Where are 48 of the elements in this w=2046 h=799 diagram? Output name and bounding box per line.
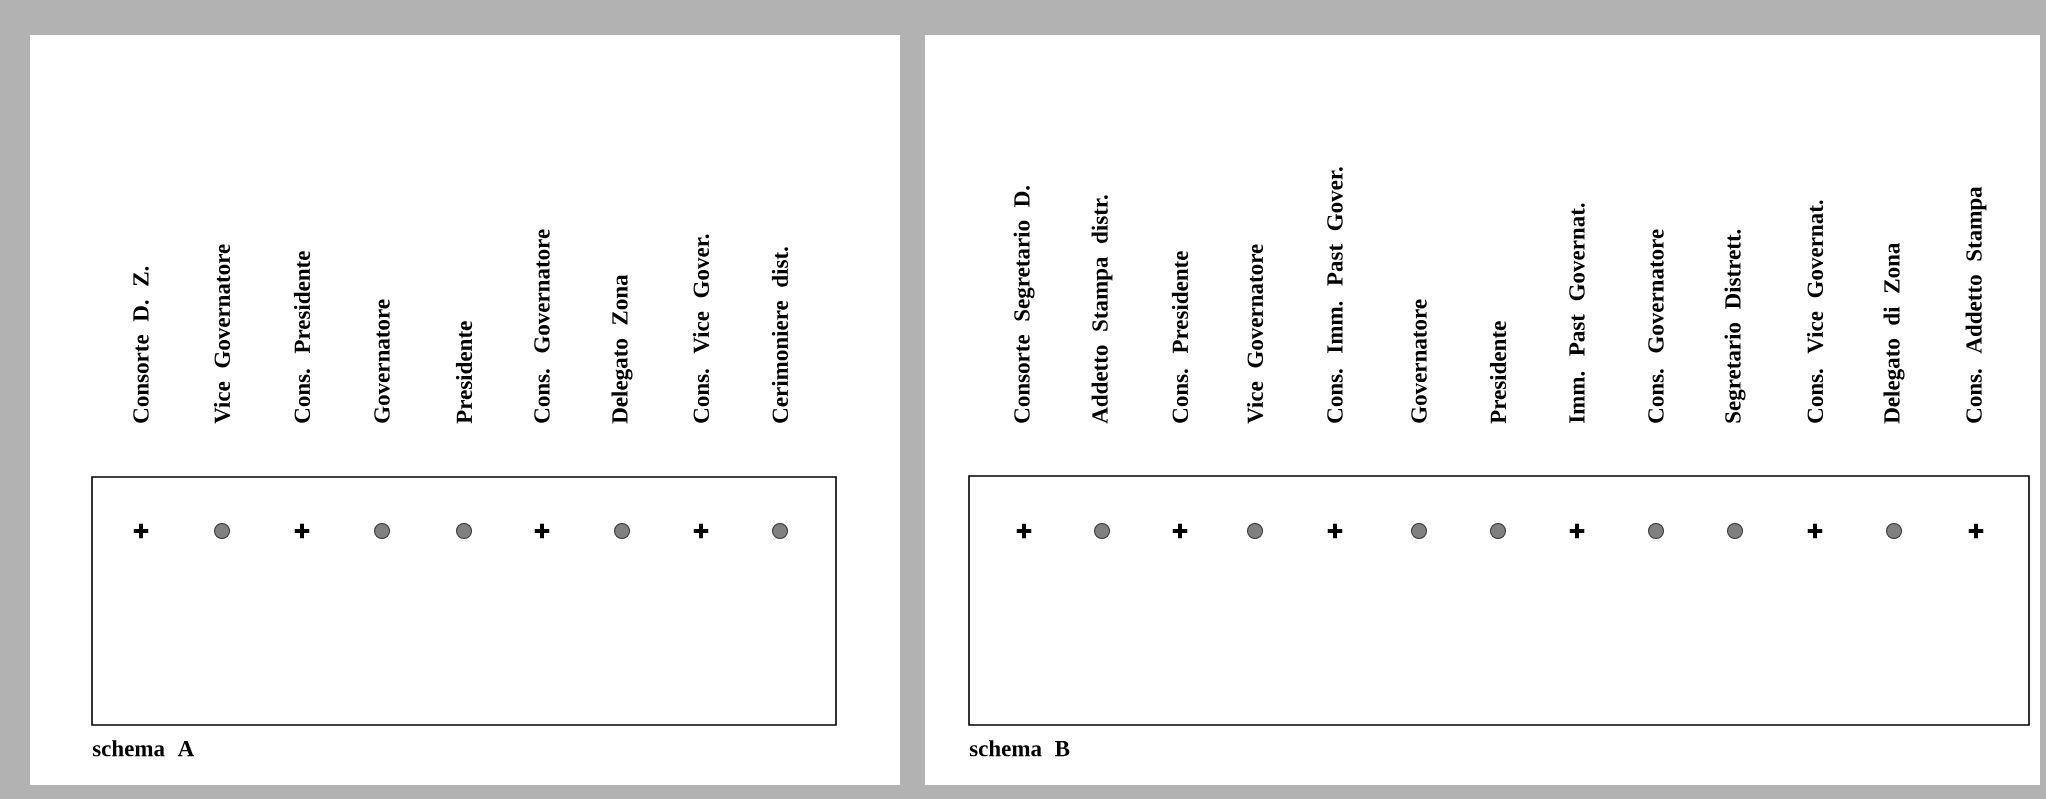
seat-label: Delegato di Zona — [1883, 242, 1905, 424]
seat-cross — [1968, 523, 1984, 539]
seat-label: Delegato Zona — [611, 274, 633, 424]
seat-circle — [1648, 523, 1664, 539]
table-box: schema B — [968, 475, 2030, 757]
seat-label: Cons. Vice Gover. — [692, 234, 710, 423]
seat-circle — [1247, 523, 1263, 539]
seat-label: Cons. Governatore — [1648, 229, 1664, 423]
seat-label: Governatore — [1411, 299, 1427, 423]
seat-label: Governatore — [374, 299, 390, 423]
seat-label: Cons. Vice Governat. — [1806, 200, 1824, 423]
seat-label: Consorte D. Z. — [133, 266, 149, 423]
seat-label: Presidente — [455, 321, 473, 424]
seat-cross — [1327, 523, 1343, 539]
seat-circle — [1094, 523, 1110, 539]
seat-label: Cerimoniere dist. — [771, 247, 789, 423]
seat-label: Vice Governatore — [1246, 244, 1264, 424]
seat-label: Segretario Distrett. — [1724, 229, 1746, 423]
seat-cross — [534, 523, 550, 539]
seat-circle — [374, 523, 390, 539]
seat-label: Consorte Segretario D. — [1013, 186, 1035, 423]
seat-circle — [1490, 523, 1506, 539]
seat-circle — [772, 523, 788, 539]
seat-label: Cons. Presidente — [1171, 251, 1189, 423]
seat-circle — [614, 523, 630, 539]
seat-label: Cons. Addetto Stampa — [1965, 186, 1987, 423]
seat-label: Cons. Governatore — [534, 229, 550, 423]
seat-cross — [1807, 523, 1823, 539]
seat-label: Imm. Past Governat. — [1569, 203, 1585, 424]
seat-circle — [1727, 523, 1743, 539]
seat-cross — [693, 523, 709, 539]
seat-circle — [1886, 523, 1902, 539]
seat-cross — [1172, 523, 1188, 539]
seat-cross — [1569, 523, 1585, 539]
seat-label: Cons. Imm. Past Gover. — [1327, 167, 1343, 423]
node-label: schema B — [969, 740, 1070, 757]
seat-cross — [294, 523, 310, 539]
table-box: schema A — [91, 476, 837, 757]
seat-circle — [1411, 523, 1427, 539]
seat-circle — [456, 523, 472, 539]
seat-cross — [1016, 523, 1032, 539]
seat-label: Vice Governatore — [213, 244, 231, 424]
seat-label: Cons. Presidente — [293, 251, 311, 423]
seat-label: Addetto Stampa distr. — [1091, 195, 1113, 424]
seat-label: Presidente — [1489, 321, 1507, 424]
seat-circle — [214, 523, 230, 539]
seat-cross — [133, 523, 149, 539]
node-label: schema A — [92, 740, 195, 757]
